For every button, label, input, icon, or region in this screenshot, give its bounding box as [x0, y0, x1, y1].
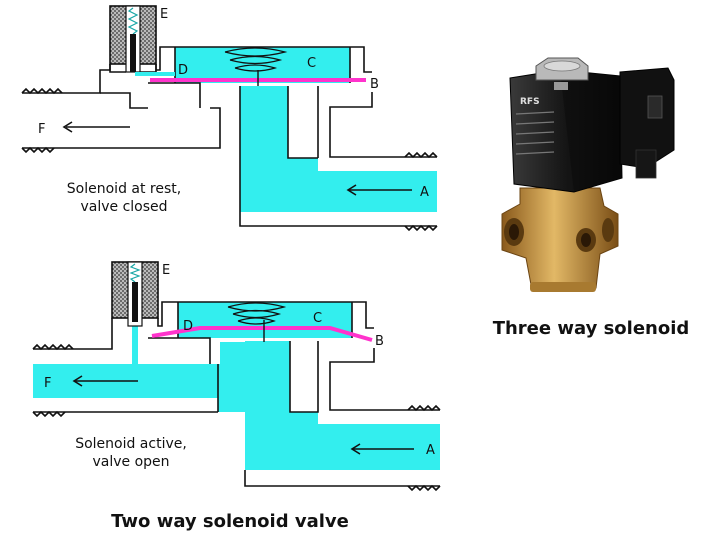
inlet-arrow-icon: [346, 184, 412, 196]
label-b: B: [370, 77, 379, 92]
caption-line2: valve closed: [80, 199, 167, 215]
label-e: E: [160, 7, 168, 22]
din-connector: [619, 67, 675, 169]
label-d: D: [178, 63, 188, 78]
outlet-arrow-icon: [72, 375, 138, 387]
outlet-channel-fluid: [33, 342, 245, 412]
outlet-arrow-icon: [62, 121, 130, 133]
upper-chamber-fluid: [178, 302, 352, 338]
label-a: A: [420, 185, 429, 200]
label-d: D: [183, 319, 193, 334]
diaphragm-spring-icon: [227, 302, 287, 325]
plunger-spring-icon: [127, 7, 139, 35]
plunger-spring-icon: [129, 263, 141, 283]
label-e: E: [162, 263, 170, 278]
caption-line1: Solenoid at rest,: [67, 181, 181, 197]
label-c: C: [307, 56, 316, 71]
diaphragm: [151, 326, 373, 342]
diaphragm-spring-icon: [224, 47, 288, 72]
pilot-passage-fluid: [135, 72, 175, 76]
label-f: F: [38, 122, 45, 137]
plunger: [132, 282, 138, 322]
label-b: B: [375, 334, 384, 349]
inlet-channel-fluid: [240, 86, 437, 212]
pilot-passage-fluid: [132, 300, 138, 364]
caption-line1: Solenoid active,: [75, 436, 187, 452]
label-f: F: [44, 376, 51, 391]
diagram-valve-open: E D C B F A Solenoid active, valve open: [32, 261, 441, 492]
caption-line2: valve open: [92, 454, 169, 470]
brand-label: RFS: [520, 97, 540, 107]
plunger: [130, 34, 136, 72]
three-way-solenoid-photo: RFS: [501, 57, 675, 292]
diagram-valve-closed: E D C B F A Solenoid at rest, valve clos…: [21, 5, 438, 232]
label-a: A: [426, 443, 435, 458]
inlet-channel-fluid: [245, 341, 440, 470]
inlet-arrow-icon: [350, 443, 414, 455]
port-right-icon: [602, 218, 614, 242]
main-caption: Two way solenoid valve: [111, 511, 349, 532]
label-c: C: [313, 311, 322, 326]
photo-caption: Three way solenoid: [493, 318, 690, 339]
